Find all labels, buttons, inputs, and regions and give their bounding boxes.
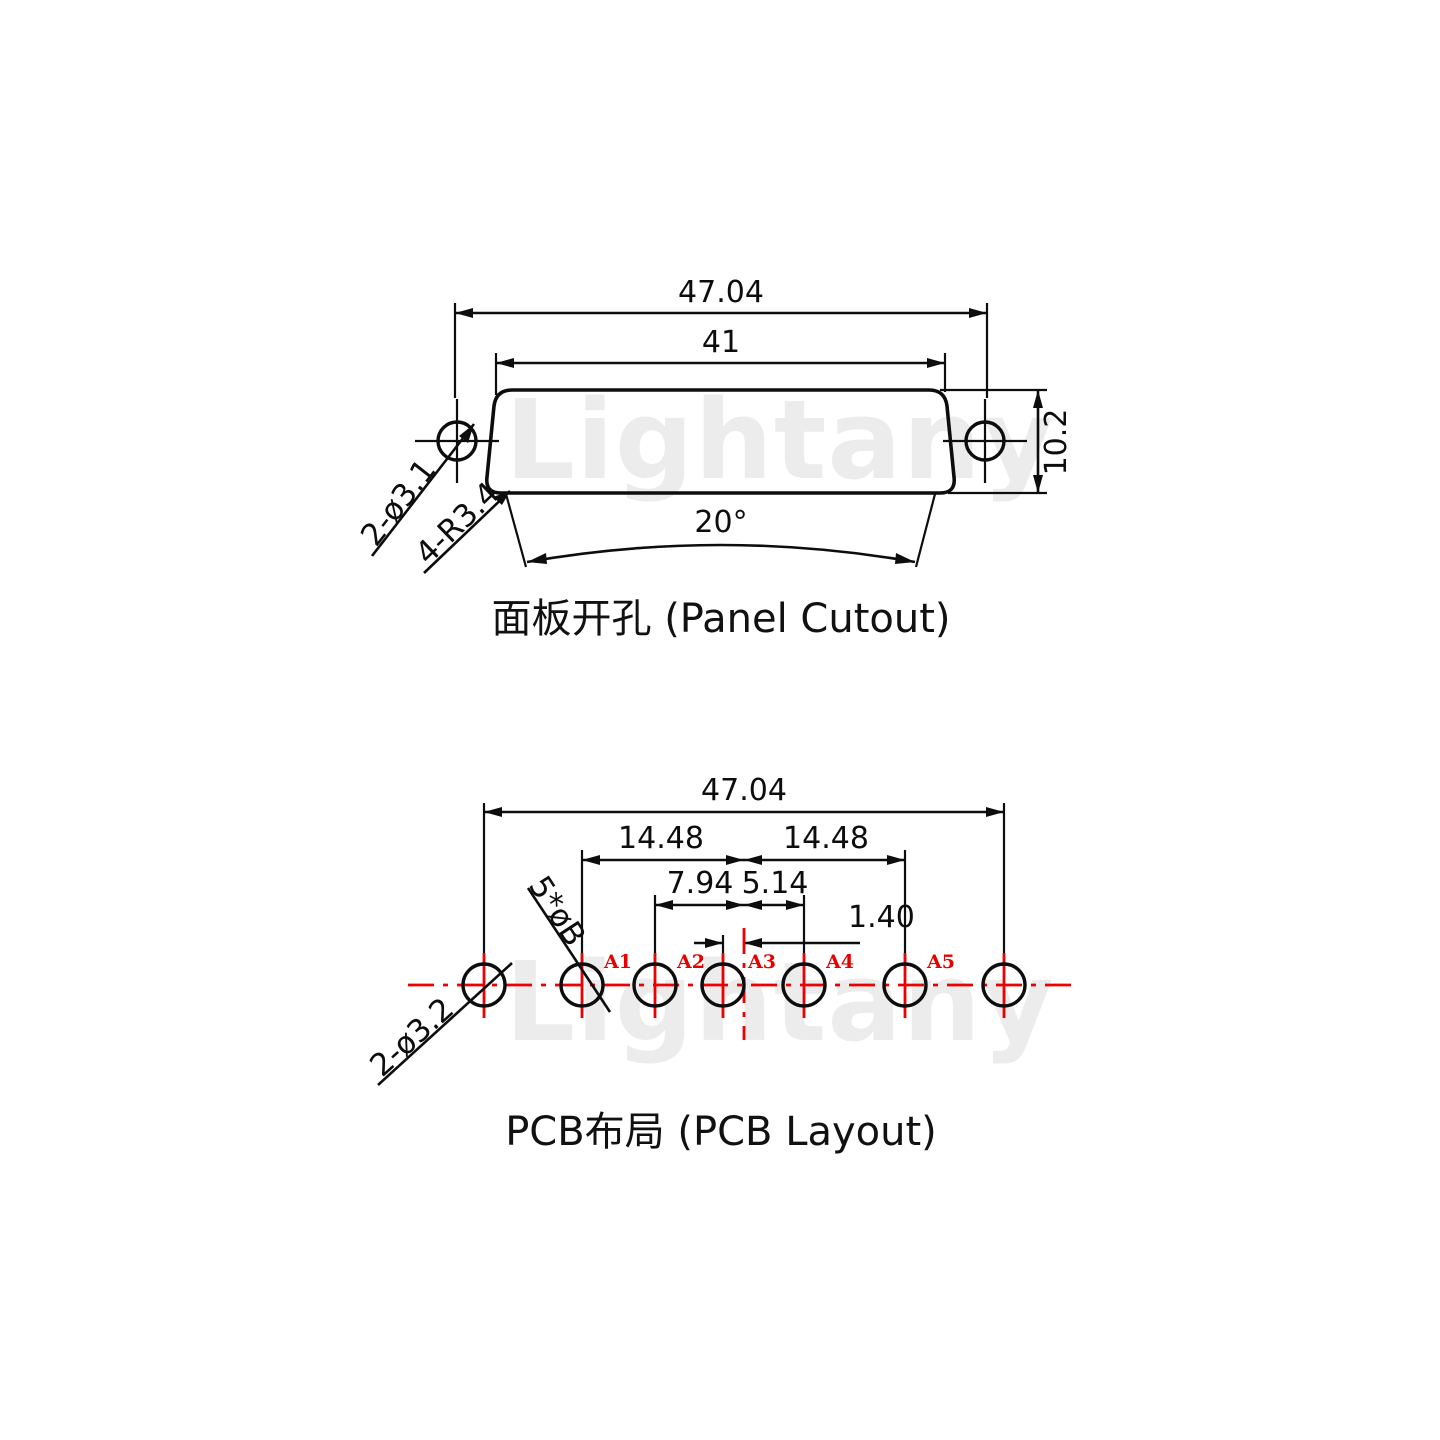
pcb-mounting-hole-right — [981, 962, 1027, 1008]
leader-arrow-mounting-holes — [459, 424, 474, 443]
angle-ext-left — [504, 493, 528, 568]
angle-arrow-left — [527, 553, 547, 564]
dim-label-height: 10.2 — [1039, 409, 1074, 476]
pcb-arrow-left-span-end — [726, 855, 744, 865]
arrow-right-cutout — [927, 358, 945, 368]
panel-cutout-view: Lightany 47.04 41 10.2 — [354, 275, 1074, 642]
leader-line-corner-radius — [423, 490, 511, 574]
angle-arrow-right — [895, 553, 915, 564]
pin-label-a4: A4 — [825, 951, 854, 973]
leader-line-pcb-mounting — [377, 962, 513, 1086]
pcb-arrow-small-right — [744, 938, 762, 948]
angle-ext-right — [914, 493, 937, 568]
pcb-arrow-left-span-start — [582, 855, 600, 865]
pcb-dim-label-overall: 47.04 — [701, 773, 787, 808]
arrow-left-overall — [455, 308, 473, 318]
arrow-left-cutout — [496, 358, 514, 368]
pcb-mounting-hole-left — [461, 962, 507, 1008]
dim-label-overall-width: 47.04 — [678, 275, 764, 310]
panel-cutout-caption: 面板开孔 (Panel Cutout) — [491, 596, 950, 642]
pin-label-a1: A1 — [603, 951, 632, 973]
pcb-hole-a3 — [700, 962, 746, 1008]
leader-line-mounting-holes — [370, 423, 476, 557]
pcb-arrow-inner-right-end — [786, 900, 804, 910]
pcb-dim-label-inner-right: 5.14 — [742, 866, 809, 901]
arrow-bottom-height — [1033, 475, 1043, 493]
pcb-layout-caption: PCB布局 (PCB Layout) — [505, 1109, 937, 1155]
pcb-arrow-inner-right-start — [744, 900, 762, 910]
pcb-arrow-inner-left-start — [655, 900, 673, 910]
angle-arc — [526, 543, 916, 564]
pcb-layout-view: Lightany 47.04 14.48 14.48 7.94 5.14 — [363, 773, 1075, 1155]
pcb-arrow-left-overall — [484, 807, 502, 817]
pcb-hole-a2 — [632, 962, 678, 1008]
pcb-arrow-right-span-end — [887, 855, 905, 865]
pcb-dim-label-inner-left: 7.94 — [667, 866, 734, 901]
pcb-hole-a1 — [559, 962, 605, 1008]
dim-label-cutout-width: 41 — [702, 325, 740, 360]
pcb-hole-a5 — [882, 962, 928, 1008]
pin-label-a3: A3 — [747, 951, 776, 973]
pin-label-a2: A2 — [676, 951, 705, 973]
pcb-dim-label-small: 1.40 — [848, 900, 915, 935]
arrow-top-height — [1033, 390, 1043, 408]
pcb-arrow-inner-left-end — [726, 900, 744, 910]
pcb-dim-label-right-span: 14.48 — [783, 821, 869, 856]
pcb-arrow-right-span-start — [744, 855, 762, 865]
watermark-text-pcb: Lightany — [505, 938, 1055, 1066]
panel-cutout-outline — [484, 388, 957, 495]
pcb-arrow-small-left — [705, 938, 723, 948]
leader-line-signal-holes — [526, 887, 612, 1013]
pcb-hole-a4 — [781, 962, 827, 1008]
pcb-dim-label-left-span: 14.48 — [618, 821, 704, 856]
arrow-right-overall — [969, 308, 987, 318]
pin-label-a5: A5 — [926, 951, 955, 973]
callout-pcb-mounting-holes: 2-ø3.2 — [363, 991, 461, 1084]
pcb-arrow-right-overall — [986, 807, 1004, 817]
dim-label-angle: 20° — [694, 505, 747, 540]
